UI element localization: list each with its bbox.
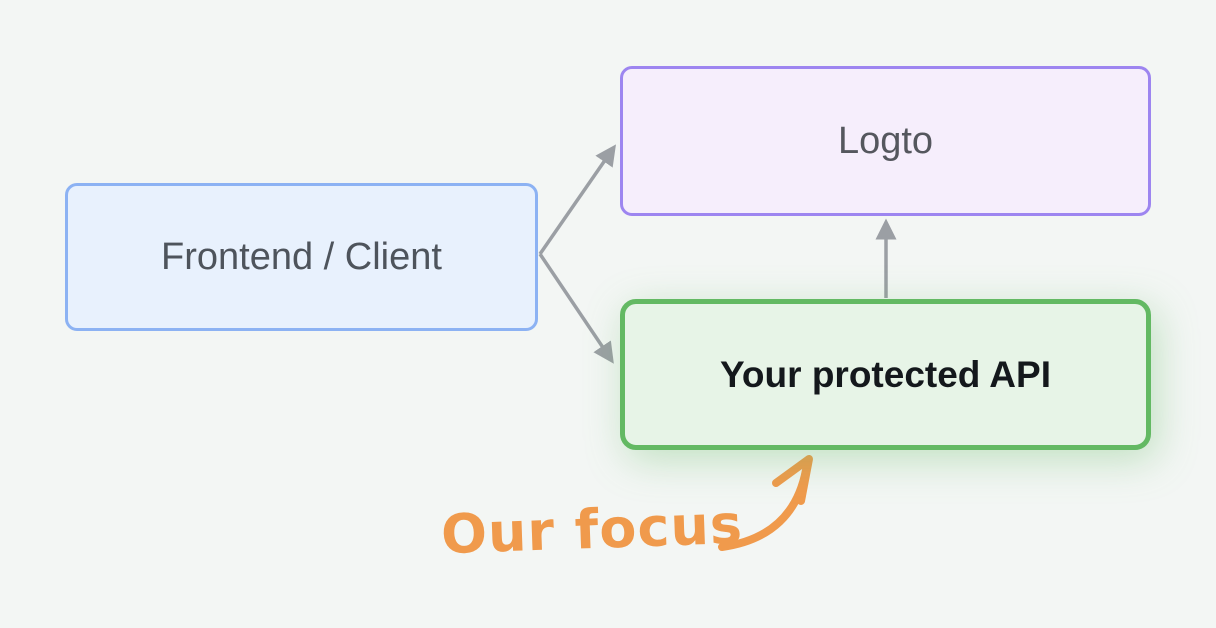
edge-frontend-to-logto <box>538 144 616 255</box>
node-protected-api-label: Your protected API <box>720 353 1051 395</box>
edge-frontend-to-api <box>538 253 614 364</box>
annotation-arrowhead-icon <box>772 455 813 505</box>
annotation-our-focus: Our focus <box>439 492 744 567</box>
node-logto: Logto <box>620 66 1151 216</box>
node-logto-label: Logto <box>837 119 934 162</box>
node-frontend-client: Frontend / Client <box>65 183 538 331</box>
node-protected-api: Your protected API <box>620 299 1151 450</box>
node-frontend-client-label: Frontend / Client <box>161 235 442 278</box>
